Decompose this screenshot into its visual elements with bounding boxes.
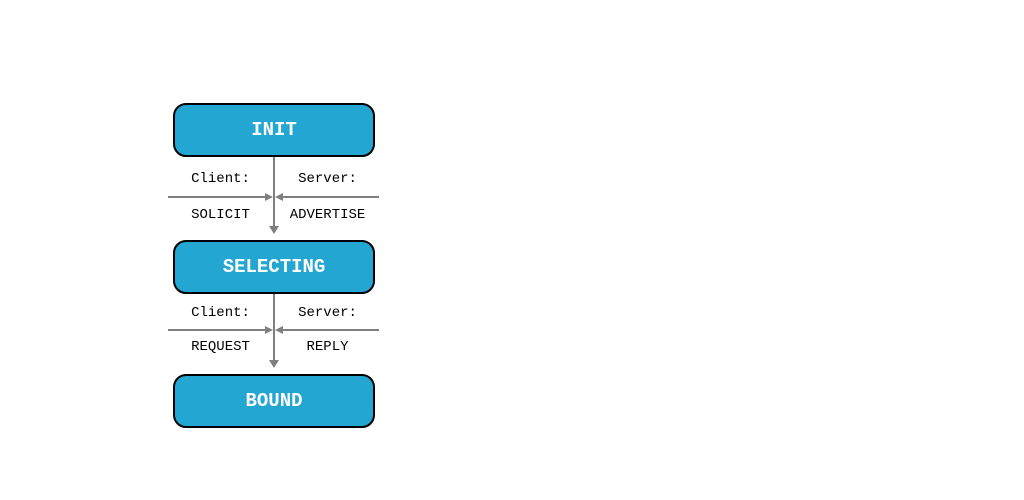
state-label-bound: BOUND [245, 389, 303, 412]
server-message-line [283, 329, 379, 331]
state-label-init: INIT [251, 118, 297, 141]
server-role-label: Server: [298, 171, 357, 187]
client-message-label: REQUEST [191, 339, 250, 355]
client-role-label: Client: [191, 305, 250, 321]
arrowhead-down-icon [269, 226, 279, 234]
server-role-label: Server: [298, 305, 357, 321]
arrowhead-right-icon [265, 192, 273, 201]
client-role-label: Client: [191, 171, 250, 187]
state-box-bound: BOUND [173, 374, 375, 428]
transition-init-to-selecting: Client: Server: SOLICIT ADVERTISE [168, 157, 379, 240]
state-transition-line [273, 294, 275, 360]
client-message-label: SOLICIT [191, 207, 250, 223]
state-machine-diagram: INIT Client: Server: SOLICIT ADVERTISE S… [168, 103, 379, 428]
arrowhead-right-icon [265, 325, 273, 334]
transition-selecting-to-bound: Client: Server: REQUEST REPLY [168, 294, 379, 374]
state-box-selecting: SELECTING [173, 240, 375, 294]
server-message-label: ADVERTISE [289, 207, 366, 223]
arrowhead-left-icon [275, 192, 283, 201]
state-label-selecting: SELECTING [222, 255, 326, 278]
state-box-init: INIT [173, 103, 375, 157]
state-transition-line [273, 157, 275, 226]
client-message-line [168, 329, 265, 331]
client-message-line [168, 196, 265, 198]
arrowhead-down-icon [269, 360, 279, 368]
server-message-label: REPLY [306, 339, 349, 355]
arrowhead-left-icon [275, 325, 283, 334]
server-message-line [283, 196, 379, 198]
